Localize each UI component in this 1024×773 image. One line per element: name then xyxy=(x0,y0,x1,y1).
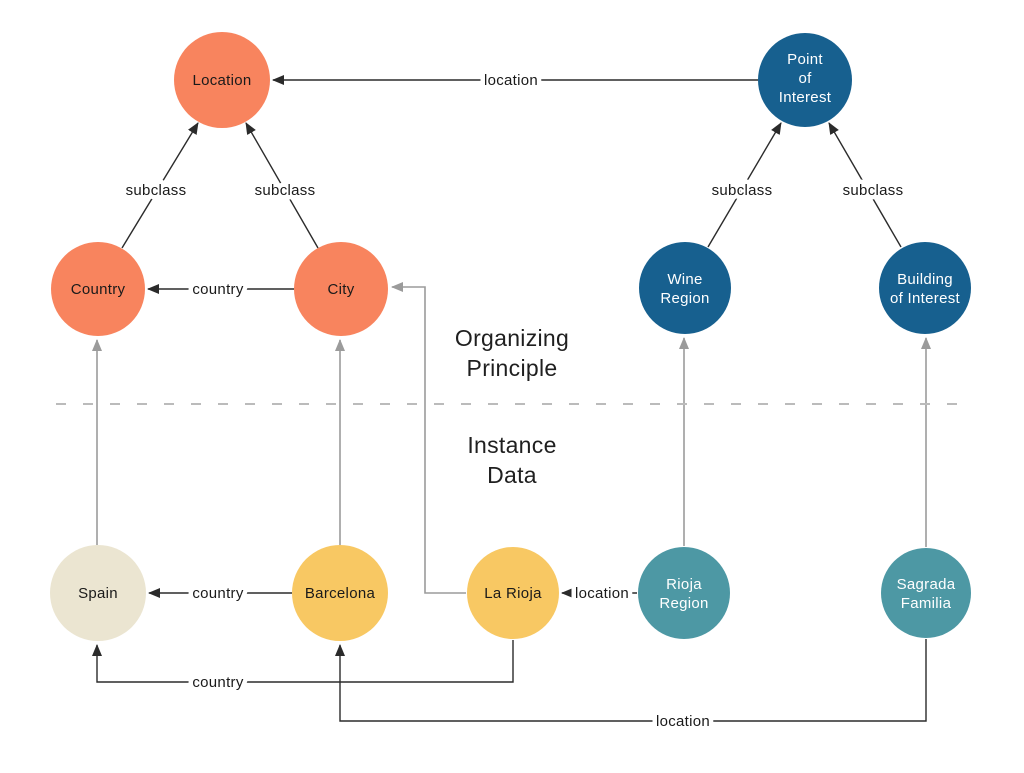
edge-label-location-rioja: location xyxy=(575,585,629,602)
edge-label-subclass-wine-region: subclass xyxy=(712,182,773,199)
svg-text:Instance: Instance xyxy=(467,432,556,458)
svg-text:Region: Region xyxy=(660,290,709,307)
edge-label-location-top: location xyxy=(484,72,538,89)
edge-la-rioja-to-city xyxy=(391,282,466,594)
svg-text:Location: Location xyxy=(192,72,251,89)
node-rioja-region: Rioja Region xyxy=(638,547,730,639)
edge-label-country-bottom: country xyxy=(192,674,243,691)
svg-text:Familia: Familia xyxy=(901,595,952,612)
node-location: Location xyxy=(174,32,270,128)
node-barcelona: Barcelona xyxy=(292,545,388,641)
node-city: City xyxy=(294,242,388,336)
svg-text:Data: Data xyxy=(487,462,537,488)
node-wine-region: Wine Region xyxy=(639,242,731,334)
edge-label-subclass-city: subclass xyxy=(255,182,316,199)
svg-text:City: City xyxy=(327,281,354,298)
node-point-of-interest: Point of Interest xyxy=(758,33,852,127)
edge-label-location-bottom: location xyxy=(656,713,710,730)
edge-label-country-class: country xyxy=(192,281,243,298)
svg-text:Organizing: Organizing xyxy=(455,325,569,351)
svg-text:Rioja: Rioja xyxy=(666,576,702,593)
svg-text:Wine: Wine xyxy=(667,271,702,288)
edge-country-to-location xyxy=(121,122,199,249)
edge-label-country-instance: country xyxy=(192,585,243,602)
svg-text:Barcelona: Barcelona xyxy=(305,585,376,602)
node-la-rioja: La Rioja xyxy=(467,547,559,639)
svg-text:Principle: Principle xyxy=(467,355,558,381)
node-building-of-interest: Building of Interest xyxy=(879,242,971,334)
edge-building-to-poi xyxy=(828,122,902,248)
edge-sagrada-to-barcelona xyxy=(335,639,927,722)
svg-text:Interest: Interest xyxy=(779,89,832,106)
svg-text:of Interest: of Interest xyxy=(890,290,961,307)
edge-la-rioja-to-spain xyxy=(92,640,514,683)
node-sagrada-familia: Sagrada Familia xyxy=(881,548,971,638)
edge-label-subclass-building: subclass xyxy=(843,182,904,199)
svg-text:La Rioja: La Rioja xyxy=(484,585,542,602)
svg-text:Point: Point xyxy=(787,51,823,68)
section-label-instance-data: Instance Data xyxy=(464,429,559,491)
node-country: Country xyxy=(51,242,145,336)
svg-text:Region: Region xyxy=(659,595,708,612)
edge-city-to-location xyxy=(245,122,319,249)
section-label-organizing-principle: Organizing Principle xyxy=(452,322,572,384)
node-spain: Spain xyxy=(50,545,146,641)
svg-text:Country: Country xyxy=(71,281,126,298)
edge-label-subclass-country: subclass xyxy=(126,182,187,199)
svg-text:Sagrada: Sagrada xyxy=(897,576,956,593)
edge-wine-region-to-poi xyxy=(707,122,782,248)
svg-text:Spain: Spain xyxy=(78,585,118,602)
svg-text:Building: Building xyxy=(897,271,953,288)
svg-text:of: of xyxy=(798,70,812,87)
